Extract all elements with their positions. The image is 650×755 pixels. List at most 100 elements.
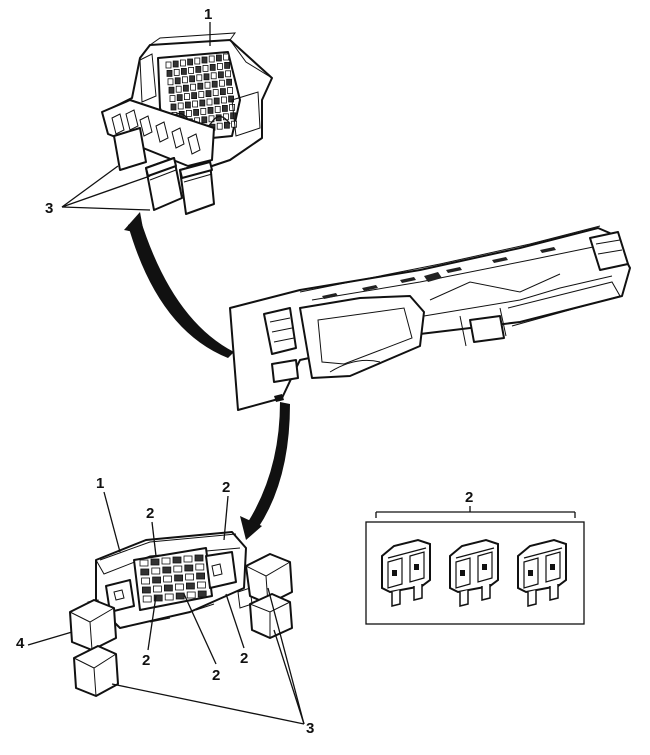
fuse-cell [173, 69, 180, 76]
fuse-cell [218, 79, 225, 87]
fuse-cell [194, 57, 201, 65]
callout-top-relays: 3 [45, 200, 53, 217]
leader-fuse-bottom-a [147, 595, 157, 651]
instrument-cluster-hood [299, 295, 425, 379]
leader-lower-relays [111, 587, 305, 725]
fuse-cell [221, 105, 228, 112]
callout-top-fusebox: 1 [204, 6, 212, 23]
callout-relay-4: 4 [16, 635, 25, 652]
fuse-cell [186, 591, 196, 599]
fuse-cell [202, 65, 209, 72]
fuse-cell [208, 55, 215, 63]
leader-top-relays [61, 165, 151, 211]
fuse-cell [196, 581, 206, 589]
callout-fuse-bottom-a: 2 [142, 652, 150, 669]
callout-fuse-bottom-c: 2 [240, 650, 248, 667]
fuse-cell [175, 85, 182, 93]
fuse-cell [224, 62, 231, 69]
fuse-cell [175, 592, 185, 600]
fuse-cell [152, 576, 162, 584]
callout-fuse-upper-left: 2 [146, 505, 154, 522]
lower-relay-left-top [69, 599, 117, 651]
callout-fuse-bottom-b: 2 [212, 667, 220, 684]
fuse-cell [152, 585, 162, 593]
leader-lower-fusebox [103, 491, 121, 553]
fuse-cell [213, 97, 220, 105]
leader-fuse-bottom-c [225, 593, 245, 649]
top-relay-small [113, 127, 147, 171]
fuse-cell [189, 75, 196, 83]
fuse-cell [185, 573, 195, 581]
fuse-cell [185, 110, 192, 117]
blade-fuse [517, 538, 567, 607]
fuse-cell [184, 564, 194, 572]
fuse-cell [201, 56, 208, 64]
lower-fuse-box [87, 531, 253, 629]
leader-relay-4 [27, 631, 73, 646]
fuse-cell [182, 84, 189, 92]
fuse-cell [227, 87, 234, 94]
leader-fuse-bottom-b [183, 593, 217, 665]
fuse-cell [177, 102, 184, 110]
fuse-cell [226, 78, 233, 86]
fuse-cell [201, 116, 208, 124]
right-air-vent [589, 231, 629, 271]
defrost-slots [322, 247, 556, 299]
fuse-cell [172, 60, 179, 68]
top-connector-row [101, 99, 215, 167]
fuse-cell [170, 103, 177, 111]
top-relay-right [179, 161, 215, 215]
fuse-cell [174, 574, 184, 582]
fuse-cell [141, 577, 151, 585]
fuse-cell [180, 68, 187, 75]
fuse-cell [150, 558, 160, 566]
fuse-cell [173, 565, 183, 573]
fuse-cell [174, 77, 181, 85]
fuse-cell [196, 572, 206, 580]
fuse-cell [153, 594, 163, 602]
fuse-cell [166, 70, 173, 77]
fuse-cell [200, 108, 207, 115]
dashboard-panel [229, 225, 631, 411]
callout-fuse-upper-right: 2 [222, 479, 230, 496]
fuse-cell [192, 100, 199, 108]
leader-fuse-upper-left [151, 521, 157, 557]
fuse-cell [142, 595, 152, 603]
fuse-cell [215, 54, 222, 62]
fuse-cell [191, 92, 198, 99]
fuse-cell [151, 567, 161, 575]
fuse-cell [179, 59, 186, 67]
fuse-cell [164, 593, 174, 601]
fuse-cell [197, 590, 207, 598]
fuse-cell [161, 557, 171, 565]
lower-relay-right-bottom [249, 593, 293, 639]
fuse-cell [217, 71, 224, 79]
leader-fuse-upper-right [223, 495, 229, 541]
fuse-cell [203, 73, 210, 81]
fuse-cell [216, 122, 223, 130]
fuse-cell [206, 98, 213, 106]
lower-relay-left-bottom [73, 645, 119, 697]
fuse-cell [167, 78, 174, 86]
top-relay-left [145, 157, 183, 211]
fuse-cell [209, 64, 216, 71]
fuse-cell [162, 566, 172, 574]
fuse-cell [168, 86, 175, 94]
fuse-cell [188, 67, 195, 74]
pointer-arrow-lower [248, 402, 290, 528]
blade-fuse [449, 538, 499, 607]
fuse-cell [220, 96, 227, 104]
fuse-cell [199, 99, 206, 107]
fuse-cell [169, 95, 176, 102]
fuse-cell [187, 58, 194, 66]
fuse-cell [198, 91, 205, 98]
pointer-arrow-top [128, 218, 234, 358]
fuse-cell [193, 109, 200, 116]
fuse-cell [163, 584, 173, 592]
left-air-vent [263, 307, 297, 355]
fuse-cell [176, 94, 183, 101]
fuse-cell [181, 76, 188, 84]
fuse-cell [183, 555, 193, 563]
fuse-cell [219, 88, 226, 95]
